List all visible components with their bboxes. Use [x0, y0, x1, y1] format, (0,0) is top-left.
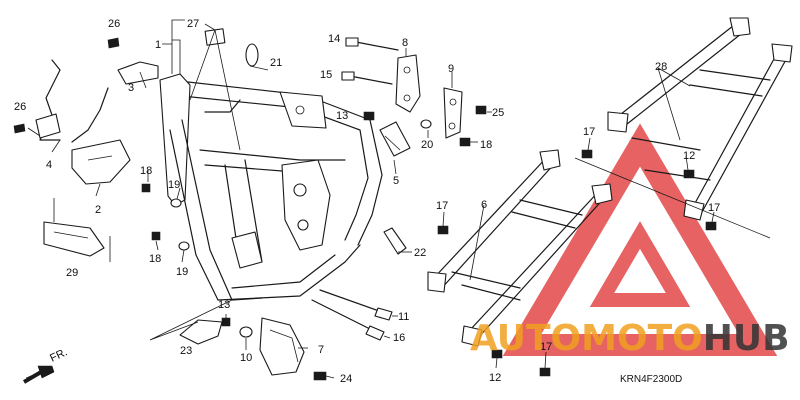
part-label: 7	[318, 344, 324, 356]
part-label: 10	[240, 352, 252, 364]
watermark-brand-part2: HUB	[703, 318, 790, 359]
watermark-triangle-icon	[502, 123, 778, 356]
watermark-logo	[502, 123, 778, 356]
watermark-brand: AUTOMOTOHUB	[470, 318, 790, 359]
part-label: 18	[140, 165, 152, 177]
subframe-6	[427, 149, 613, 377]
watermark-brand-part1: AUTOMOTO	[470, 318, 703, 359]
subframe-28	[574, 17, 793, 239]
part-label: 18	[480, 139, 492, 151]
part-label: 23	[180, 345, 192, 357]
part-label: 4	[46, 159, 52, 171]
part-labels: 1 2 3 4 5 6 7 8 9 10 11 12 12 13 13 14 1…	[14, 18, 720, 385]
part-label: 26	[14, 101, 26, 113]
part-label: 19	[168, 179, 180, 191]
part-label: 1	[155, 39, 161, 51]
part-label: 5	[393, 175, 399, 187]
part-label: 8	[402, 37, 408, 49]
part-label: 17	[583, 126, 595, 138]
top-center-parts	[341, 37, 487, 157]
left-small-parts	[13, 28, 259, 262]
watermark-brand-text: AUTOMOTOHUB	[470, 318, 790, 359]
part-label: 16	[393, 332, 405, 344]
front-direction-label: FR.	[48, 346, 69, 364]
diagram-code: KRN4F2300D	[620, 374, 682, 385]
part-label: 11	[398, 311, 409, 323]
watermark-inner-triangle-icon	[589, 221, 691, 307]
leader-lines	[27, 19, 715, 379]
part-label: 29	[66, 267, 78, 279]
part-label: 26	[108, 18, 120, 30]
part-label: 15	[320, 69, 332, 81]
part-label: 3	[128, 82, 134, 94]
part-label: 24	[340, 373, 352, 385]
part-label: 9	[448, 63, 454, 75]
part-label: 22	[414, 247, 426, 259]
arrow-shaft-icon	[22, 366, 50, 384]
main-frame-assembly	[159, 73, 383, 301]
part-label: 19	[176, 266, 188, 278]
part-label: 21	[270, 57, 282, 69]
part-label: 2	[95, 204, 101, 216]
part-label: 12	[683, 150, 695, 162]
part-label: 17	[540, 341, 552, 353]
part-label: 17	[436, 200, 448, 212]
lower-parts	[179, 227, 407, 381]
part-label: 13	[336, 110, 348, 122]
front-direction-indicator: FR.	[22, 346, 69, 384]
part-label: 25	[492, 107, 504, 119]
part-label: 17	[708, 202, 720, 214]
part-label: 20	[421, 139, 433, 151]
part-label: 18	[149, 253, 161, 265]
part-label: 12	[489, 372, 501, 384]
part-label: 14	[328, 33, 340, 45]
part-label: 13	[218, 299, 230, 311]
part-label: 6	[481, 199, 487, 211]
part-label: 27	[187, 18, 199, 30]
part-label: 28	[655, 61, 667, 73]
